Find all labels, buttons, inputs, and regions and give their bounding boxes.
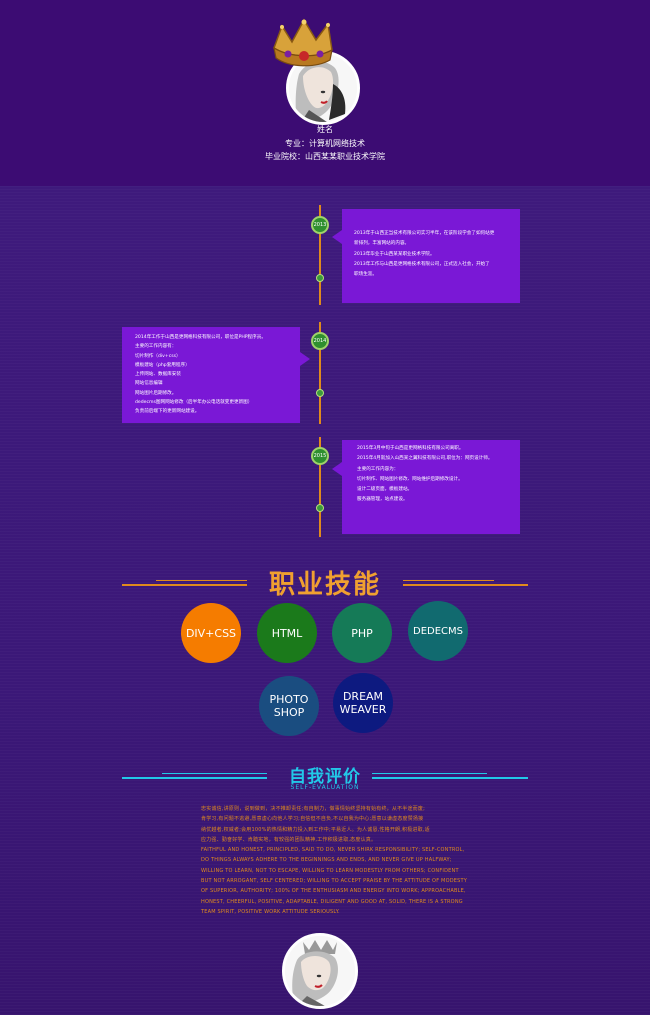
card-line: 设计二级页面，模板建站。 — [357, 487, 413, 493]
eval-line: 纳优越者,权威者;会用100%的热情和精力投入到工作中;平易近人。为人诚恳,性格… — [201, 826, 430, 833]
eval-line: DO THINGS ALWAYS ADHERE TO THE BEGINNING… — [201, 857, 452, 864]
timeline-line — [319, 322, 321, 424]
eval-line: TEAM SPIRIT, POSITIVE WORK ATTITUDE SERI… — [201, 908, 340, 915]
portrait-illustration — [285, 936, 355, 1006]
card-line: 2015年3月中旬于山西是更网格科技有限公司离职。 — [357, 446, 464, 451]
card-line: 2014年工作于山西是更网格科技有限公司，职位是PHP程序员。 — [135, 335, 266, 340]
card-line: 职场生涯。 — [354, 272, 377, 278]
card-pointer — [300, 352, 310, 366]
timeline-line — [319, 437, 321, 537]
card-pointer — [332, 230, 342, 244]
eval-subtitle: SELF-EVALUATION — [290, 784, 360, 791]
card-line: 上传网站、数据库安装 — [135, 372, 181, 378]
footer-avatar — [282, 933, 358, 1009]
eval-line: WILLING TO LEARN, NOT TO ESCAPE, WILLING… — [201, 867, 459, 874]
timeline-dot — [316, 504, 324, 512]
timeline-year-2015: 2015 — [311, 447, 329, 465]
card-line: 新排列，丰富网站的内容。 — [354, 241, 410, 247]
skills-rule-right — [403, 584, 528, 586]
skill-divcss: DIV+CSS — [181, 603, 241, 663]
profile-major: 专业：计算机网络技术 — [285, 139, 365, 148]
card-line: 2013年毕业于山西某某职业技术学院。 — [354, 251, 435, 257]
card-line: 2013年工作与山西是更网格技术有限公司，正式迈入社会，开始了 — [354, 261, 490, 267]
card-line: 2015年4月就加入山西某之翼科技有限公司,职位为：网页设计师。 — [357, 456, 493, 462]
skill-photoshop: PHOTO SHOP — [259, 676, 319, 736]
timeline-year-2013: 2013 — [311, 216, 329, 234]
skills-rule-left-inner — [156, 580, 247, 581]
card-line: 模板建站（php套用程序） — [135, 362, 190, 368]
skill-dedecms: DEDECMS — [408, 601, 468, 661]
card-line: 主要的工作内容有： — [135, 344, 177, 350]
eval-line: 肯学习,有问题不逃避,愿意虚心向他人学习;自信但不自负,不以自我为中心;愿意以谦… — [201, 816, 424, 823]
eval-rule-left — [122, 777, 267, 779]
card-line: 主要的工作内容为： — [357, 466, 399, 472]
skills-rule-left — [122, 584, 247, 586]
eval-line: BUT NOT ARROGANT, SELF CENTERED; WILLING… — [201, 878, 467, 885]
profile-avatar — [286, 51, 360, 125]
profile-school: 毕业院校：山西某某职业技术学院 — [265, 152, 385, 161]
eval-line: OF SUPERIOR, AUTHORITY; 100% OF THE ENTH… — [201, 888, 466, 895]
eval-line: 应力强、勤奋好学、肯踏实地，有较强的团队精神,工作积极进取,态度认真。 — [201, 836, 377, 843]
timeline-card-2014: 2014年工作于山西是更网格科技有限公司，职位是PHP程序员。 主要的工作内容有… — [122, 327, 300, 423]
timeline-card-2013: 2013年于山西正当技术有限公司实习半年，在该阶段学会了如何站更 新排列，丰富网… — [342, 209, 520, 303]
eval-rule-left-inner — [162, 773, 267, 774]
skills-rule-right-inner — [403, 580, 494, 581]
timeline-line — [319, 205, 321, 305]
skill-php: PHP — [332, 603, 392, 663]
card-line: 2013年于山西正当技术有限公司实习半年，在该阶段学会了如何站更 — [354, 231, 495, 236]
card-pointer — [332, 462, 342, 476]
timeline-year-2014: 2014 — [311, 332, 329, 350]
resume-body — [0, 186, 650, 1015]
skill-html: HTML — [257, 603, 317, 663]
eval-rule-right-inner — [372, 773, 487, 774]
card-line: 负责前后端下的更新网站建设。 — [135, 409, 200, 415]
eval-title: 自我评价 — [289, 767, 361, 787]
eval-line: FAITHFUL AND HONEST, PRINCIPLED, SAID TO… — [201, 847, 465, 854]
timeline-card-2015: 2015年3月中旬于山西是更网格科技有限公司离职。 2015年4月就加入山西某之… — [342, 440, 520, 534]
card-line: 服务器管理，站点建设。 — [357, 497, 408, 503]
card-line: 切片制作（div+css） — [135, 353, 181, 359]
timeline-dot — [316, 274, 324, 282]
eval-rule-right — [372, 777, 528, 779]
card-line: 切片制作、网站图片修改、网站维护后期修改设计。 — [357, 476, 463, 482]
crown-icon — [268, 18, 340, 80]
skills-title: 职业技能 — [268, 570, 381, 600]
skill-dreamweaver: DREAM WEAVER — [333, 673, 393, 733]
eval-text: 忠实诚信,讲原则，说到做到，决不推卸责任;有自制力，做事情始终坚持有始有终，从不… — [201, 804, 491, 917]
portrait-illustration — [289, 54, 357, 122]
timeline-dot — [316, 389, 324, 397]
card-line: 网站图片后期修改。 — [135, 390, 177, 396]
eval-line: 忠实诚信,讲原则，说到做到，决不推卸责任;有自制力，做事情始终坚持有始有终，从不… — [201, 806, 425, 812]
profile-name: 姓名 — [317, 125, 333, 134]
card-line: dedecms图网网站修改（后半年办公电话就变更更新图） — [135, 400, 253, 406]
eval-line: HONEST, CHEERFUL, POSITIVE, ADAPTABLE, D… — [201, 898, 463, 905]
card-line: 网站信息编辑 — [135, 381, 163, 387]
